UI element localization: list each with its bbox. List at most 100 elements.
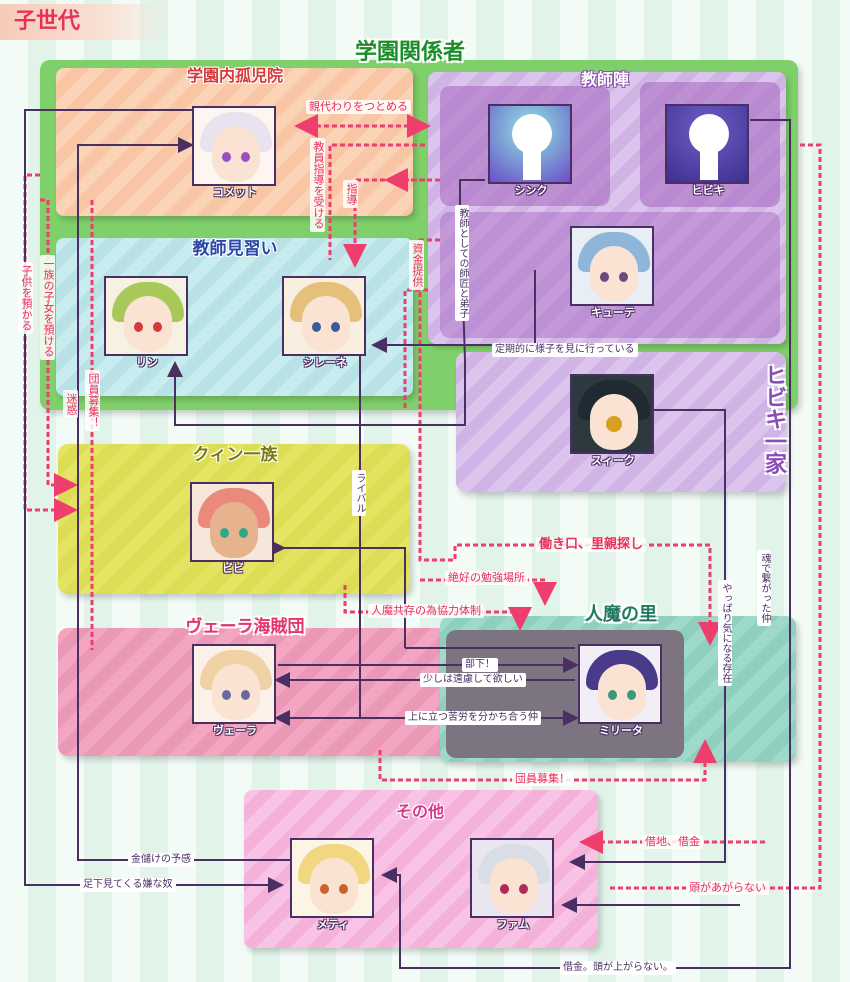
portrait-shink [488,104,572,184]
rel-meiwaku: 迷惑 [63,390,78,418]
character-suik[interactable]: スィーク [570,374,656,472]
eye-right [241,690,250,700]
character-name: ミリータ [599,724,643,737]
rel-shakkin2: 借金。頭が上がらない。 [560,961,676,975]
rel-kodomo: 子供を預かる [18,262,33,334]
rel-kuro: 上に立つ苦労を分かち合う仲 [405,711,541,725]
character-mirita[interactable]: ミリータ [578,644,664,742]
character-rin[interactable]: リン [104,276,190,374]
character-comet[interactable]: コメット [192,106,278,204]
character-bibi[interactable]: ビビ [190,482,276,580]
rel-shikin: 資金提供 [409,240,424,290]
portrait-suik [570,374,654,454]
portrait-hibiki [665,104,749,184]
portrait-mirita [578,644,662,724]
face [598,664,646,720]
portrait-rin [104,276,188,356]
eye-left [312,322,321,332]
portrait-kyute [570,226,654,306]
rel-shakkin: 借地、借金 [642,835,703,849]
character-name: シンク [514,184,548,197]
eye-left [222,152,231,162]
character-name: リン [136,356,158,369]
rel-zekko: 絶好の勉強場所 [445,571,528,585]
character-sirene[interactable]: シレーネ [282,276,368,374]
rel-enryo: 少しは遠慮して欲しい [420,673,526,687]
eye-right [153,322,162,332]
eye-left [320,884,329,894]
rel-tamashii: 魂で繋がった仲 [757,550,771,626]
character-name: キューテ [591,306,635,319]
eye-right [239,528,248,538]
character-kyute[interactable]: キューテ [570,226,656,324]
character-name: ヴェーラ [213,724,257,737]
eye-left [500,884,509,894]
rel-kanemouke: 金儲けの予感 [128,853,194,867]
eye-left [220,528,229,538]
eye-right [331,322,340,332]
eye-right [519,884,528,894]
rel-oyagawari: 親代わりをつとめる [306,100,411,114]
group-title-quin: クィン一族 [192,445,278,465]
portrait-bibi [190,482,274,562]
rel-kyoryoku: 人魔共存の為協力体制 [368,604,484,618]
rel-shisho: 教師としての師匠と弟子 [455,205,469,321]
face [212,126,260,182]
character-hibiki[interactable]: ヒビキ [665,104,751,202]
keyhole-stem [700,142,718,180]
rel-atama: 頭があがらない [686,881,769,895]
page-tag: 子世代 [0,4,170,40]
group-title-apprentice: 教師見習い [192,239,278,259]
group-title-hibiki: ヒビキ一家 [761,364,786,474]
rel-rival: ライバル [352,470,366,516]
group-title-other: その他 [395,802,444,821]
character-famu[interactable]: ファム [470,838,556,936]
eye-single [606,416,622,432]
face [212,664,260,720]
eye-left [222,690,231,700]
group-title-orphanage: 学園内孤児院 [186,66,283,85]
eye-right [619,272,628,282]
character-name: コメット [213,186,257,199]
eye-left [134,322,143,332]
eye-left [608,690,617,700]
rel-teiki: 定期的に様子を見に行っている [492,343,638,357]
eye-right [627,690,636,700]
character-name: ヒビキ [691,184,725,197]
character-meti[interactable]: メティ [290,838,376,936]
portrait-famu [470,838,554,918]
rel-danin-bottom: 団員募集！ [512,772,573,786]
character-name: ビビ [222,562,244,575]
eye-left [600,272,609,282]
character-name: シレーネ [303,356,347,369]
rel-shido: 指導 [343,180,358,208]
portrait-comet [192,106,276,186]
rel-yappari: やっぱり気になる存在 [718,580,732,686]
eye-right [339,884,348,894]
eye-right [241,152,250,162]
portrait-sirene [282,276,366,356]
face [590,246,638,302]
rel-danin-left: 団員募集！ [85,370,100,431]
rel-azukeru: 一族の子女を預ける [40,255,55,360]
rel-ashimoto: 足下見てくる嫌な奴 [80,878,176,892]
rel-kyoin-shido: 教員指導を受ける [310,138,325,232]
group-title-vera: ヴェーラ海賊団 [185,617,305,637]
group-title-teachers: 教師陣 [580,70,629,89]
face [210,502,258,558]
face [310,858,358,914]
character-name: ファム [496,918,530,931]
face [490,858,538,914]
character-shink[interactable]: シンク [488,104,574,202]
rel-buka: 部下！ [462,658,498,672]
portrait-vera [192,644,276,724]
face [302,296,350,352]
character-vera[interactable]: ヴェーラ [192,644,278,742]
face [124,296,172,352]
group-title-jinma: 人魔の里 [585,604,657,625]
group-title-gakuen: 学園関係者 [354,40,465,65]
portrait-meti [290,838,374,918]
character-name: スィーク [591,454,635,467]
rel-hatarakiguchi: 働き口、里親探し [536,538,647,552]
character-name: メティ [316,918,350,931]
